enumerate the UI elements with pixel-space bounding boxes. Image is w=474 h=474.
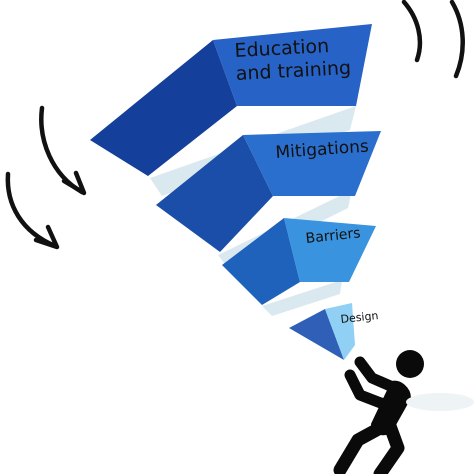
curved-arrow-left-2 [5, 171, 58, 249]
tier-barriers [222, 218, 376, 316]
figure-arm-upper [354, 356, 401, 394]
figure-arm-lower [344, 369, 392, 411]
curved-arrow-left-1 [39, 105, 85, 195]
curved-arrow-top-right-1 [401, 0, 423, 63]
tier-4-front-face [325, 303, 355, 360]
label-education-and-training: Education and training [234, 35, 352, 85]
tier-1-front-face [213, 24, 372, 106]
figure-shadow [406, 393, 474, 411]
tier-3-side-face [222, 218, 300, 305]
motion-arrows [5, 0, 465, 250]
arrowhead-left-1 [61, 170, 87, 196]
tier-design [289, 303, 355, 360]
tier-2-side-face [156, 135, 273, 252]
figure-head [396, 350, 424, 378]
tier-2-front-face [243, 131, 381, 196]
tier-4-side-face [289, 309, 344, 360]
figure-leg-right [373, 419, 405, 474]
arrowhead-left-2 [33, 224, 60, 250]
tier-1-side-face [90, 40, 237, 176]
tier-3-front-face [284, 218, 376, 282]
curved-arrow-top-right-2 [449, 0, 465, 79]
figure-leg-left [333, 421, 387, 474]
tier-3-shadow [262, 280, 342, 316]
person-figure [333, 350, 424, 474]
